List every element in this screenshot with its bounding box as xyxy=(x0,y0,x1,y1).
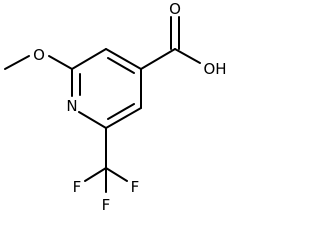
bond-c2-c3 xyxy=(71,48,107,70)
structure-diagram: O N O OH F F F xyxy=(4,0,227,214)
bond-c3-c4 xyxy=(105,48,142,70)
bond-c-oh xyxy=(174,48,201,64)
bond-c6-n xyxy=(78,111,107,129)
atom-n-ring: N xyxy=(66,97,77,115)
atom-f-bottom: F xyxy=(102,196,111,214)
atom-o-carbonyl: O xyxy=(169,0,181,18)
atom-f-left: F xyxy=(73,178,82,196)
bond-methyl-o xyxy=(4,55,30,70)
atom-f-right: F xyxy=(131,178,140,196)
bond-c-f-left xyxy=(84,167,107,182)
atom-o-methoxy: O xyxy=(33,46,45,64)
bond-o-c2 xyxy=(48,55,73,70)
bond-c3-c4-inner xyxy=(107,57,135,74)
bond-c-f-right xyxy=(105,167,128,182)
atom-oh: OH xyxy=(203,60,226,78)
bond-c4-cooh xyxy=(140,48,176,70)
bond-c5-c6-inner xyxy=(107,103,135,120)
bond-c5-c6 xyxy=(105,107,142,129)
molecule-canvas: O N O OH F F F xyxy=(4,0,227,214)
